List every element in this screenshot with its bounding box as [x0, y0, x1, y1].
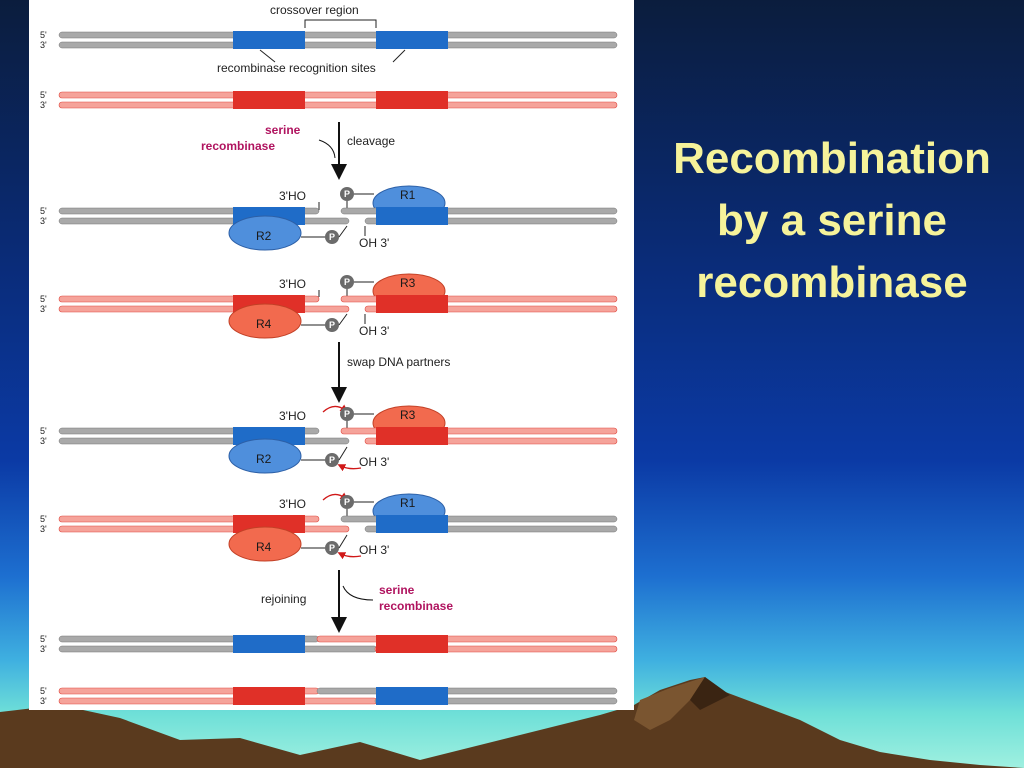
svg-text:serine: serine [379, 583, 415, 597]
svg-text:OH 3': OH 3' [359, 455, 389, 469]
svg-text:OH 3': OH 3' [359, 236, 389, 250]
cleavage-label: cleavage [347, 134, 395, 148]
svg-text:P: P [344, 497, 350, 507]
svg-text:P: P [344, 277, 350, 287]
recombination-figure: crossover region 5' 3' recombinase recog… [29, 0, 634, 710]
product-duplex-1: 5' 3' [40, 634, 618, 654]
slide-title-line-2: by a serine [717, 196, 947, 245]
svg-text:3'HO: 3'HO [279, 189, 306, 203]
svg-text:R2: R2 [256, 452, 272, 466]
svg-text:5': 5' [40, 294, 47, 304]
svg-text:P: P [344, 409, 350, 419]
svg-text:3'HO: 3'HO [279, 409, 306, 423]
svg-text:OH 3': OH 3' [359, 543, 389, 557]
svg-text:3': 3' [40, 40, 47, 50]
svg-text:5': 5' [40, 686, 47, 696]
svg-text:P: P [329, 320, 335, 330]
svg-text:R3: R3 [400, 408, 416, 422]
grey-duplex-top: 5' 3' [40, 30, 618, 50]
svg-text:R4: R4 [256, 540, 272, 554]
svg-text:3': 3' [40, 304, 47, 314]
svg-text:recombinase: recombinase [379, 599, 453, 613]
svg-text:3': 3' [40, 524, 47, 534]
svg-text:R2: R2 [256, 229, 272, 243]
svg-text:3': 3' [40, 100, 47, 110]
slide-title-line-3: recombinase [696, 258, 968, 307]
swap-label: swap DNA partners [347, 355, 450, 369]
svg-text:5': 5' [40, 514, 47, 524]
recognition-sites-label: recombinase recognition sites [217, 61, 376, 75]
crossover-region-label: crossover region [270, 3, 359, 17]
red-duplex-top: 5' 3' [40, 90, 618, 110]
swapped-duplex-1: 3'HO P R3 5' 3' R2 P OH 3' [40, 404, 618, 474]
svg-text:R1: R1 [400, 188, 416, 202]
svg-text:P: P [344, 189, 350, 199]
svg-text:recombinase: recombinase [201, 139, 275, 153]
svg-text:OH 3': OH 3' [359, 324, 389, 338]
svg-text:P: P [329, 455, 335, 465]
svg-text:5': 5' [40, 90, 47, 100]
svg-text:5': 5' [40, 426, 47, 436]
svg-text:3': 3' [40, 644, 47, 654]
svg-text:R3: R3 [400, 276, 416, 290]
cleaved-grey-duplex: 3'HO P R1 5' 3' R2 P OH 3' [40, 185, 618, 251]
svg-text:R1: R1 [400, 496, 416, 510]
svg-text:3'HO: 3'HO [279, 277, 306, 291]
slide-title-line-1: Recombination [673, 134, 991, 183]
svg-text:3': 3' [40, 436, 47, 446]
product-duplex-2: 5' 3' [40, 686, 618, 706]
svg-text:P: P [329, 543, 335, 553]
recombination-diagram: crossover region 5' 3' recombinase recog… [40, 3, 618, 706]
swapped-duplex-2: 3'HO P R1 5' 3' R4 P OH 3' [40, 492, 618, 562]
svg-text:R4: R4 [256, 317, 272, 331]
svg-text:3'HO: 3'HO [279, 497, 306, 511]
svg-text:5': 5' [40, 206, 47, 216]
svg-text:3': 3' [40, 696, 47, 706]
svg-text:P: P [329, 232, 335, 242]
svg-text:serine: serine [265, 123, 301, 137]
svg-text:3': 3' [40, 216, 47, 226]
rejoining-label: rejoining [261, 592, 306, 606]
cleaved-red-duplex: 3'HO P R3 5' 3' R4 P OH 3' [40, 273, 618, 339]
svg-text:5': 5' [40, 634, 47, 644]
svg-text:5': 5' [40, 30, 47, 40]
slide-title: Recombination by a serine recombinase [640, 128, 1024, 314]
